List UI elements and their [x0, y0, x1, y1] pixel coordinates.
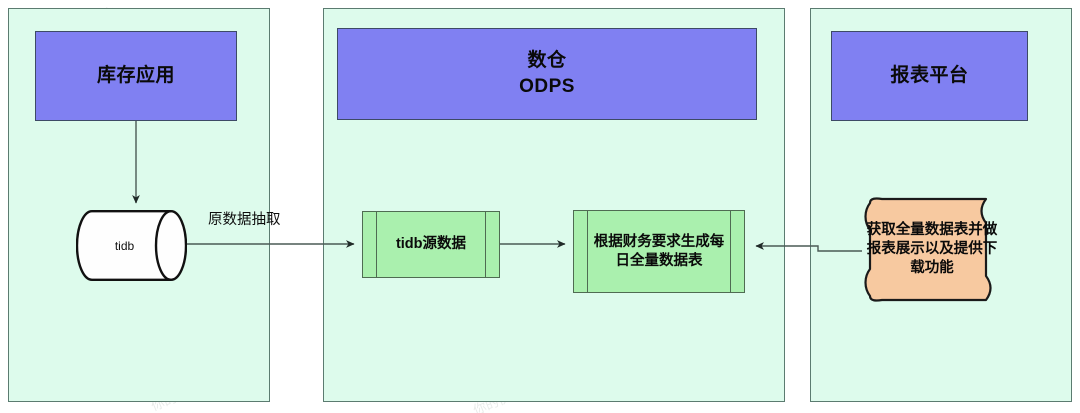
node-tidb-source-data[interactable]: tidb源数据: [362, 211, 500, 278]
header-label-report-platform: 报表平台: [890, 65, 969, 87]
header-box-inventory-app[interactable]: 库存应用: [35, 31, 237, 121]
node-tidb-database[interactable]: tidb: [75, 210, 188, 281]
header-label-data-warehouse: 数仓: [527, 50, 567, 72]
header-box-report-platform[interactable]: 报表平台: [831, 31, 1028, 121]
header-sublabel-odps: ODPS: [519, 76, 575, 97]
header-box-data-warehouse[interactable]: 数仓 ODPS: [337, 28, 757, 120]
edge-label-raw-data-extraction: 原数据抽取: [208, 212, 281, 228]
node-label-daily-full-table: 根据财务要求生成每日全量数据表: [593, 233, 725, 269]
header-label-inventory-app: 库存应用: [96, 65, 175, 87]
node-label-tidb-source-data: tidb源数据: [395, 236, 467, 253]
node-report-display-download[interactable]: 获取全量数据表并做报表展示以及提供下载功能: [860, 197, 1004, 302]
node-daily-full-table[interactable]: 根据财务要求生成每日全量数据表: [573, 210, 745, 293]
